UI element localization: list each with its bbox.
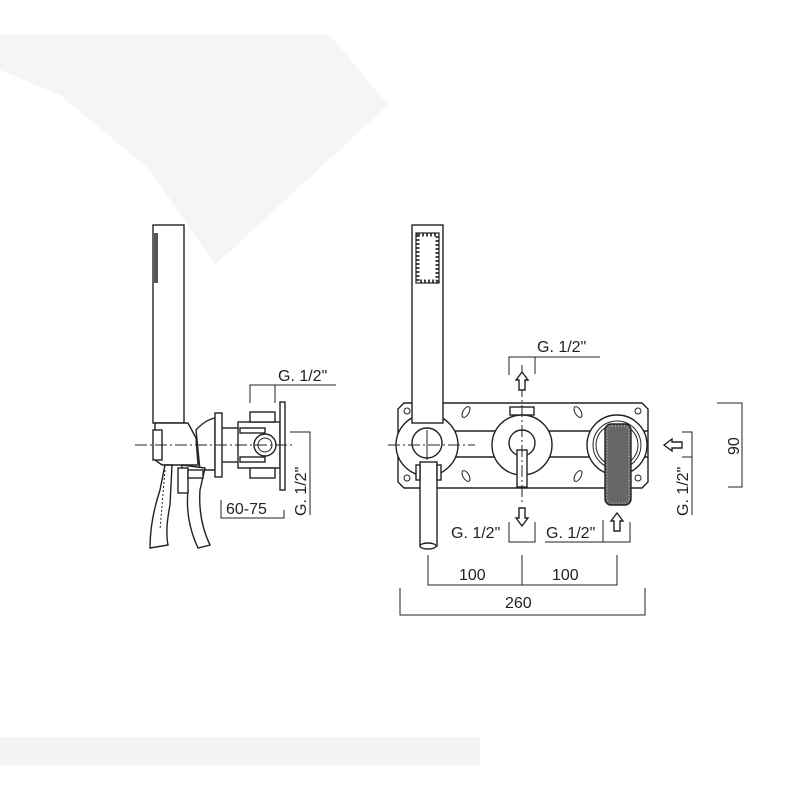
- dim-spacing-right-label: 100: [552, 567, 579, 584]
- knurl-texture: [606, 425, 630, 504]
- shower-head-grid: [415, 232, 440, 284]
- arrow-up-icon: [609, 511, 625, 532]
- dim-side-label: G. 1/2": [293, 467, 310, 516]
- watermark-shape: [0, 35, 388, 265]
- dim-bottom-outlet-label: G. 1/2": [451, 525, 500, 542]
- handle-clip: [436, 464, 442, 481]
- knurled-mixer-handle: [604, 423, 632, 506]
- dim-bottom-outlet: [508, 522, 536, 543]
- handle-clip: [415, 464, 421, 481]
- dim-side-inlet-label: G. 1/2": [675, 467, 692, 516]
- dim-bottom-inlet-label: G. 1/2": [546, 525, 595, 542]
- shower-nozzles: [416, 233, 439, 283]
- dim-depth: [220, 500, 285, 519]
- body-top: [249, 411, 276, 423]
- mounting-holes: [403, 406, 642, 482]
- front-view: G. 1/2" G. 1/2" G. 1/2" G. 1/2" 90 100 1…: [388, 224, 743, 616]
- lever-stub: [177, 467, 189, 494]
- dim-depth-label: 60-75: [226, 501, 267, 518]
- lever-collar: [187, 469, 204, 479]
- dim-top-label: G. 1/2": [278, 368, 327, 385]
- lever-leg: [181, 464, 212, 549]
- body-pin: [239, 427, 266, 434]
- dim-side-inlet: [682, 431, 693, 515]
- arrow-left-icon: [662, 437, 683, 453]
- hand-shower-side: [152, 224, 185, 424]
- arrow-up-icon: [514, 370, 530, 391]
- dim-total-width: [399, 588, 646, 616]
- dim-top-outlet: [508, 356, 600, 375]
- handle-end: [419, 542, 437, 550]
- watermark-bar: [0, 737, 480, 765]
- dim-top-outlet-label: G. 1/2": [537, 339, 586, 356]
- arrow-down-icon: [514, 507, 530, 528]
- dim-height-label: 90: [726, 437, 743, 455]
- body-pin: [239, 456, 266, 463]
- hose-leg: [149, 464, 173, 549]
- body-bottom: [249, 467, 276, 479]
- shower-nozzle-strip: [154, 233, 158, 283]
- side-view: G. 1/2" G. 1/2" 60-75: [135, 224, 336, 549]
- dim-bottom-inlet: [545, 522, 631, 543]
- dim-spacing-left-label: 100: [459, 567, 486, 584]
- dim-total-width-label: 260: [505, 595, 532, 612]
- dim-height: [717, 402, 743, 488]
- dim-top: [249, 384, 336, 403]
- wall-plate: [279, 401, 286, 491]
- elbow: [195, 417, 216, 471]
- dim-side: [290, 431, 311, 515]
- hose-handle: [419, 461, 438, 547]
